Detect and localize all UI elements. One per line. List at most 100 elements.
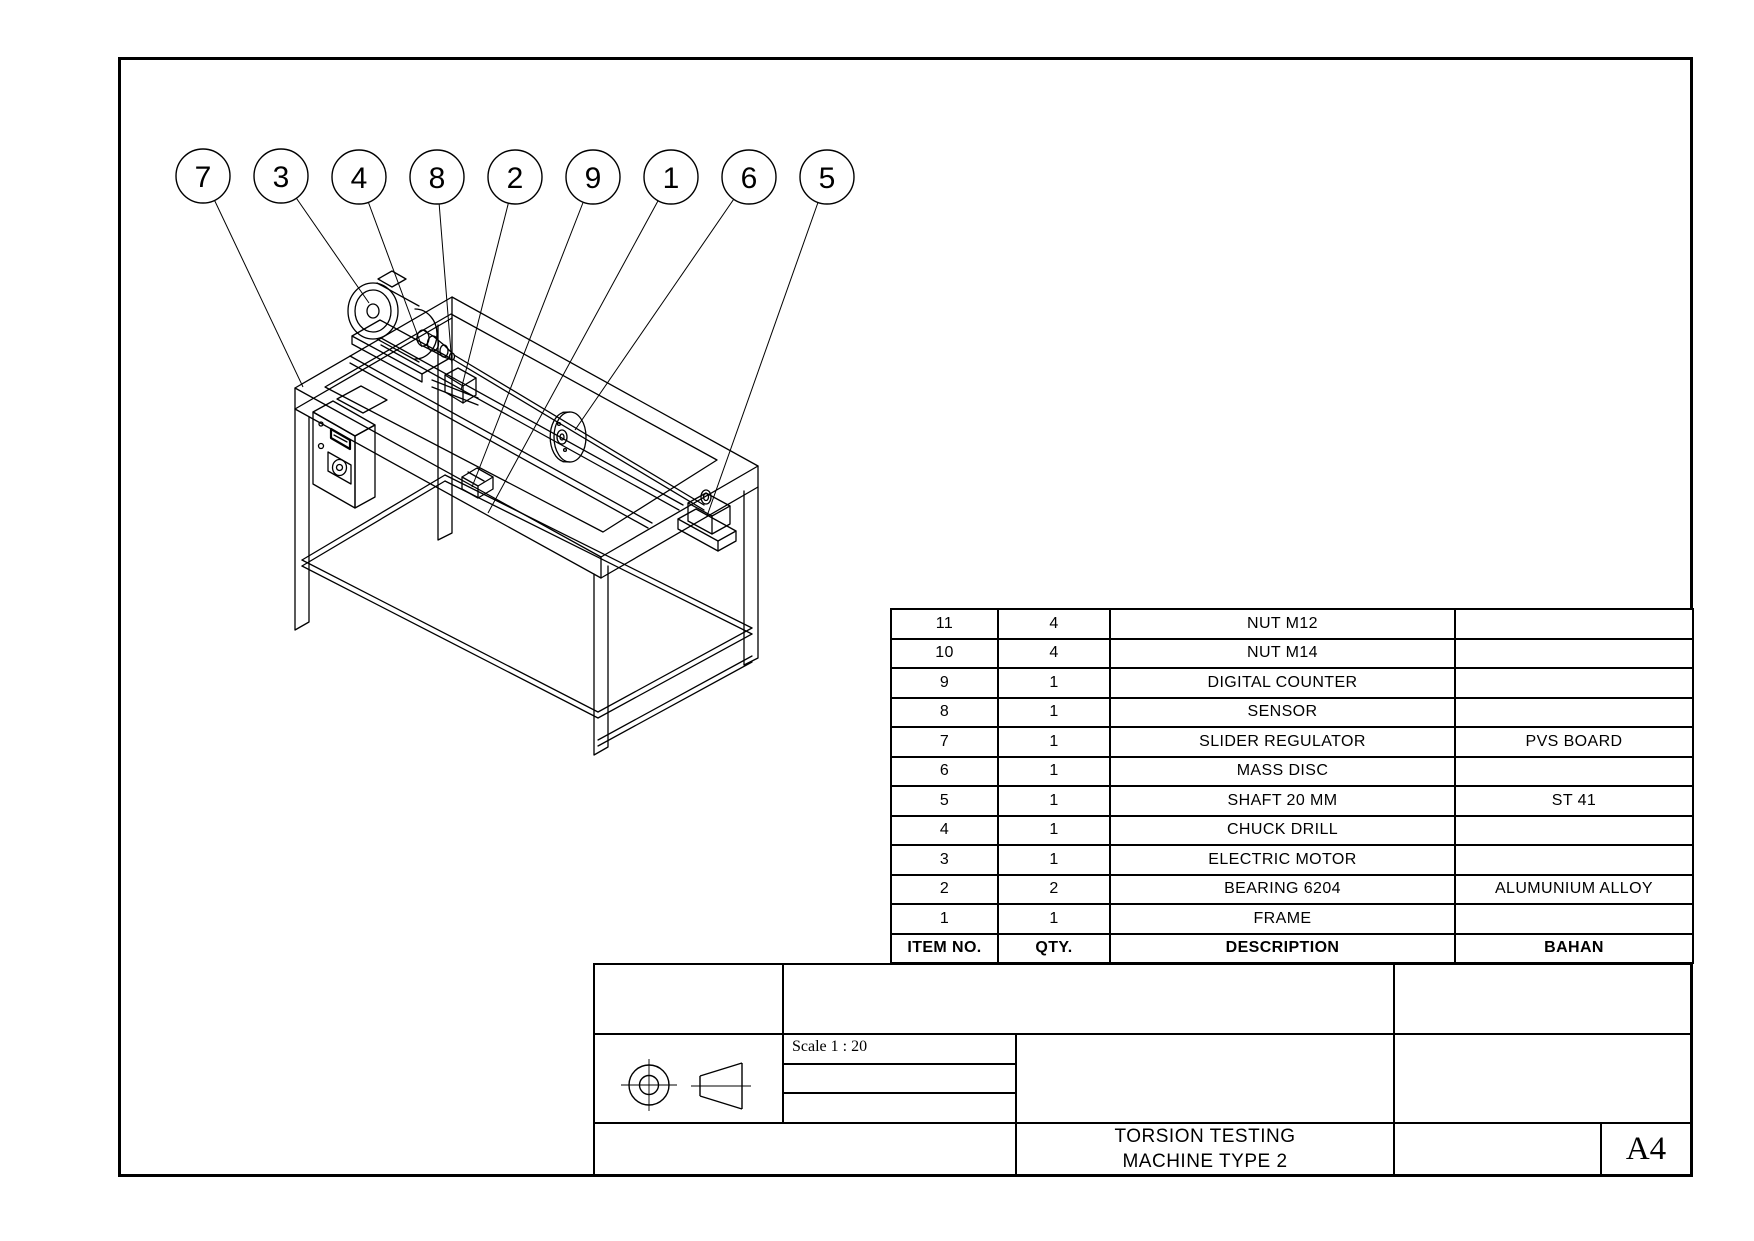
qty-cell: 1 bbox=[999, 816, 1111, 844]
qty-cell: 2 bbox=[999, 875, 1111, 903]
table-row: 8 1 SENSOR bbox=[892, 698, 1692, 728]
balloon: 5 bbox=[799, 149, 855, 205]
sheet-size-label: A4 bbox=[1625, 1130, 1667, 1167]
balloon: 7 bbox=[175, 148, 231, 204]
control-box bbox=[312, 385, 388, 509]
title-block-cell bbox=[595, 965, 784, 1035]
description-cell: NUT M14 bbox=[1111, 639, 1456, 667]
description-header: DESCRIPTION bbox=[1111, 934, 1456, 962]
material-cell bbox=[1456, 640, 1692, 668]
material-cell bbox=[1456, 699, 1692, 727]
item-no-header: ITEM NO. bbox=[892, 934, 999, 962]
balloon-label: 7 bbox=[195, 161, 212, 194]
parts-list-table: 11 4 NUT M12 10 4 NUT M14 9 1 DIGITAL CO… bbox=[890, 608, 1694, 964]
qty-cell: 1 bbox=[999, 728, 1111, 756]
description-cell: FRAME bbox=[1111, 905, 1456, 933]
title-block-cell bbox=[784, 1094, 1017, 1124]
item-no-cell: 10 bbox=[892, 639, 999, 667]
bearing-block-right bbox=[677, 489, 737, 552]
balloon: 4 bbox=[331, 149, 387, 205]
table-row: 7 1 SLIDER REGULATOR PVS BOARD bbox=[892, 728, 1692, 758]
mass-disc bbox=[549, 411, 587, 463]
table-row: 1 1 FRAME bbox=[892, 905, 1692, 935]
description-cell: NUT M12 bbox=[1111, 610, 1456, 638]
chuck-drill bbox=[416, 329, 456, 361]
balloon-callouts: 7 3 4 8 2 9 1 bbox=[175, 148, 855, 205]
balloon: 2 bbox=[487, 149, 543, 205]
table-row: 4 1 CHUCK DRILL bbox=[892, 816, 1692, 846]
item-no-cell: 4 bbox=[892, 816, 999, 844]
frame-table bbox=[294, 296, 759, 756]
material-cell: ALUMUNIUM ALLOY bbox=[1494, 880, 1654, 898]
description-cell: BEARING 6204 bbox=[1111, 875, 1456, 903]
qty-cell: 4 bbox=[999, 639, 1111, 667]
balloon-label: 2 bbox=[507, 162, 524, 195]
balloon: 1 bbox=[643, 149, 699, 205]
description-cell: ELECTRIC MOTOR bbox=[1111, 846, 1456, 874]
title-block-cell bbox=[1395, 1035, 1690, 1124]
item-no-cell: 11 bbox=[892, 610, 999, 638]
material-cell: PVS BOARD bbox=[1525, 732, 1623, 750]
title-block-cell bbox=[595, 1124, 1017, 1174]
qty-cell: 1 bbox=[999, 698, 1111, 726]
title-block-cell bbox=[1017, 1035, 1395, 1124]
item-no-cell: 6 bbox=[892, 757, 999, 785]
shaft bbox=[453, 354, 705, 511]
table-header-row: ITEM NO. QTY. DESCRIPTION BAHAN bbox=[892, 934, 1692, 962]
table-row: 2 2 BEARING 6204 ALUMUNIUM ALLOY bbox=[892, 875, 1692, 905]
balloon: 3 bbox=[253, 148, 309, 204]
description-cell: SENSOR bbox=[1111, 698, 1456, 726]
item-no-cell: 5 bbox=[892, 787, 999, 815]
qty-cell: 1 bbox=[999, 905, 1111, 933]
balloon-label: 4 bbox=[351, 162, 368, 195]
description-cell: SLIDER REGULATOR bbox=[1111, 728, 1456, 756]
drawing-title-line1: TORSION TESTING bbox=[1114, 1126, 1296, 1147]
material-cell bbox=[1456, 905, 1692, 933]
balloon: 8 bbox=[409, 149, 465, 205]
material-cell: ST 41 bbox=[1551, 791, 1597, 809]
table-row: 9 1 DIGITAL COUNTER bbox=[892, 669, 1692, 699]
item-no-cell: 2 bbox=[892, 875, 999, 903]
balloon-label: 1 bbox=[663, 162, 680, 195]
leader-lines bbox=[202, 175, 828, 517]
table-row: 3 1 ELECTRIC MOTOR bbox=[892, 846, 1692, 876]
title-block-cell bbox=[784, 965, 1395, 1035]
qty-cell: 1 bbox=[999, 757, 1111, 785]
drawing-title-line2: MACHINE TYPE 2 bbox=[1122, 1151, 1288, 1172]
balloon-label: 5 bbox=[819, 162, 836, 195]
qty-cell: 1 bbox=[999, 787, 1111, 815]
title-block-cell bbox=[1395, 965, 1690, 1035]
title-block-cell bbox=[784, 1065, 1017, 1094]
description-cell: DIGITAL COUNTER bbox=[1111, 669, 1456, 697]
material-cell bbox=[1456, 610, 1692, 638]
description-cell: SHAFT 20 MM bbox=[1111, 787, 1456, 815]
scale-label: Scale 1 : 20 bbox=[784, 1035, 1017, 1065]
description-cell: MASS DISC bbox=[1111, 757, 1456, 785]
item-no-cell: 8 bbox=[892, 698, 999, 726]
projection-symbol-cell bbox=[595, 1035, 784, 1124]
table-row: 5 1 SHAFT 20 MM ST 41 bbox=[892, 787, 1692, 817]
drawing-title: TORSION TESTING MACHINE TYPE 2 bbox=[1017, 1124, 1395, 1174]
material-cell bbox=[1456, 846, 1692, 874]
table-row: 6 1 MASS DISC bbox=[892, 757, 1692, 787]
item-no-cell: 3 bbox=[892, 846, 999, 874]
description-cell: CHUCK DRILL bbox=[1111, 816, 1456, 844]
projection-symbol bbox=[621, 1059, 751, 1111]
item-no-cell: 1 bbox=[892, 905, 999, 933]
qty-cell: 1 bbox=[999, 846, 1111, 874]
material-cell bbox=[1456, 669, 1692, 697]
table-row: 11 4 NUT M12 bbox=[892, 610, 1692, 640]
item-no-cell: 7 bbox=[892, 728, 999, 756]
balloon: 6 bbox=[721, 149, 777, 205]
item-no-cell: 9 bbox=[892, 669, 999, 697]
balloon: 9 bbox=[565, 149, 621, 205]
qty-cell: 4 bbox=[999, 610, 1111, 638]
qty-cell: 1 bbox=[999, 669, 1111, 697]
balloon-label: 8 bbox=[429, 162, 446, 195]
balloon-label: 9 bbox=[585, 162, 602, 195]
electric-motor bbox=[347, 270, 451, 383]
title-block-cell bbox=[1395, 1124, 1602, 1174]
balloon-label: 3 bbox=[273, 161, 290, 194]
